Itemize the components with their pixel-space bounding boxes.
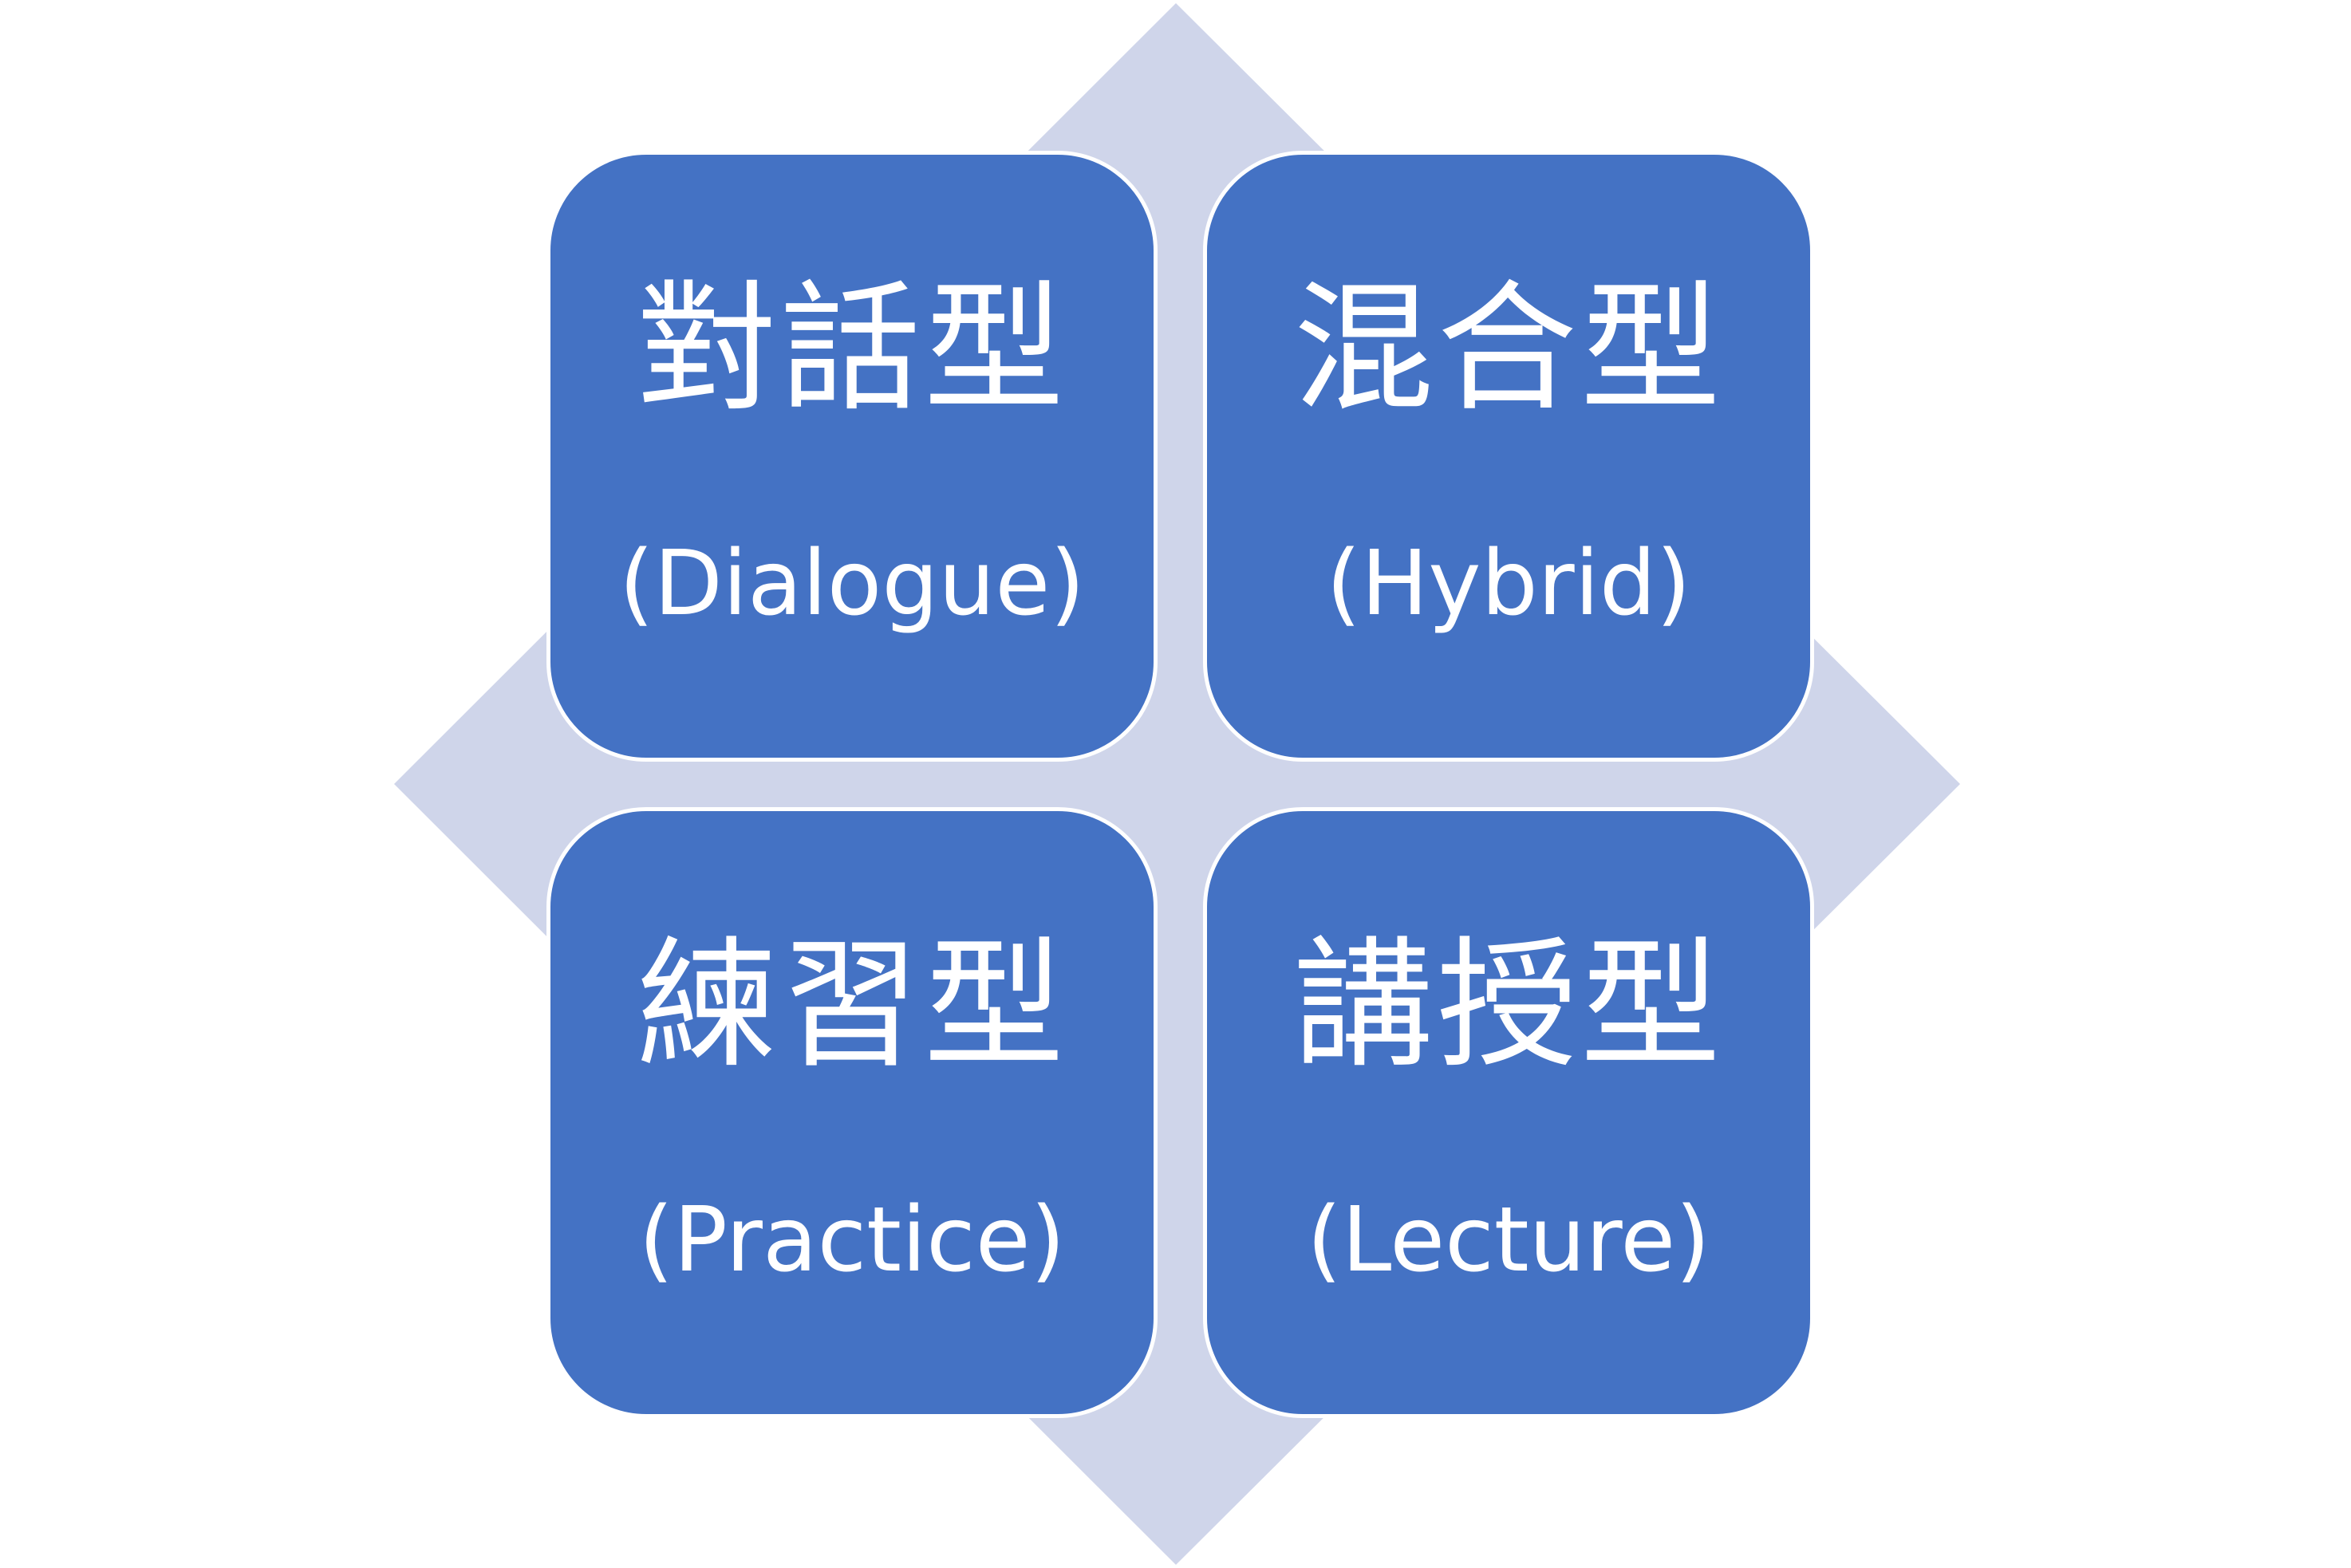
quadrant-title-cjk: 講授型 bbox=[1292, 924, 1724, 1087]
quadrant-title-en: (Dialogue) bbox=[618, 532, 1085, 636]
quadrant-title-en: (Practice) bbox=[638, 1188, 1066, 1292]
quadrant-title-en: (Lecture) bbox=[1307, 1188, 1710, 1292]
quadrant-practice: 練習型 (Practice) bbox=[546, 807, 1158, 1418]
quadrant-lecture: 講授型 (Lecture) bbox=[1203, 807, 1814, 1418]
quadrant-title-cjk: 混合型 bbox=[1292, 267, 1724, 431]
quadrant-title-en: (Hybrid) bbox=[1326, 532, 1691, 636]
quadrant-title-cjk: 練習型 bbox=[636, 924, 1067, 1087]
quadrant-dialogue: 對話型 (Dialogue) bbox=[546, 151, 1158, 762]
quadrant-title-cjk: 對話型 bbox=[636, 267, 1067, 431]
quadrant-hybrid: 混合型 (Hybrid) bbox=[1203, 151, 1814, 762]
